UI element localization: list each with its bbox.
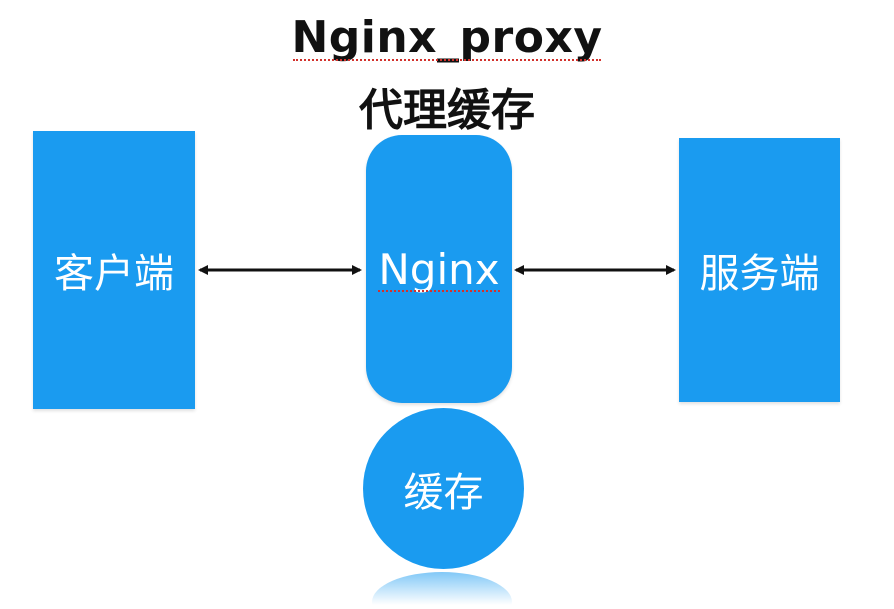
nginx-node: Nginx [366, 135, 512, 403]
cache-node: 缓存 [363, 408, 524, 569]
client-node: 客户端 [33, 131, 195, 409]
cache-reflection [372, 572, 512, 609]
diagram-title: Nginx_proxy [0, 12, 894, 63]
diagram-title-text: Nginx_proxy [291, 12, 603, 63]
nginx-node-label: Nginx [378, 244, 500, 294]
server-node: 服务端 [679, 138, 840, 402]
cache-node-label: 缓存 [403, 469, 484, 516]
server-node-label: 服务端 [699, 251, 820, 297]
diagram-subtitle: 代理缓存 [359, 85, 535, 136]
client-node-label: 客户端 [54, 251, 174, 297]
